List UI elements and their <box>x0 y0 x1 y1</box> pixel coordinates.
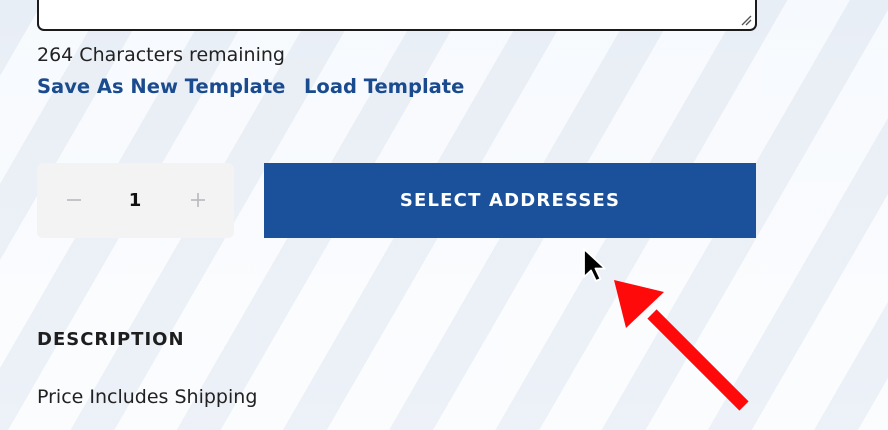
load-template-link[interactable]: Load Template <box>304 75 465 98</box>
save-as-new-template-link[interactable]: Save As New Template <box>37 75 286 98</box>
message-textarea[interactable] <box>37 0 757 31</box>
decrease-quantity-button[interactable] <box>59 185 89 215</box>
plus-icon <box>191 193 205 207</box>
red-arrow-icon <box>614 280 749 411</box>
quantity-stepper <box>37 163 234 238</box>
select-addresses-button[interactable]: SELECT ADDRESSES <box>264 163 756 238</box>
description-text: Price Includes Shipping <box>37 386 258 408</box>
quantity-input[interactable] <box>115 187 155 213</box>
resize-grip-icon[interactable] <box>740 14 752 26</box>
description-heading: DESCRIPTION <box>37 329 185 350</box>
minus-icon <box>67 199 81 201</box>
characters-remaining-counter: 264 Characters remaining <box>37 44 285 66</box>
mouse-pointer-icon <box>583 248 606 282</box>
increase-quantity-button[interactable] <box>183 185 213 215</box>
